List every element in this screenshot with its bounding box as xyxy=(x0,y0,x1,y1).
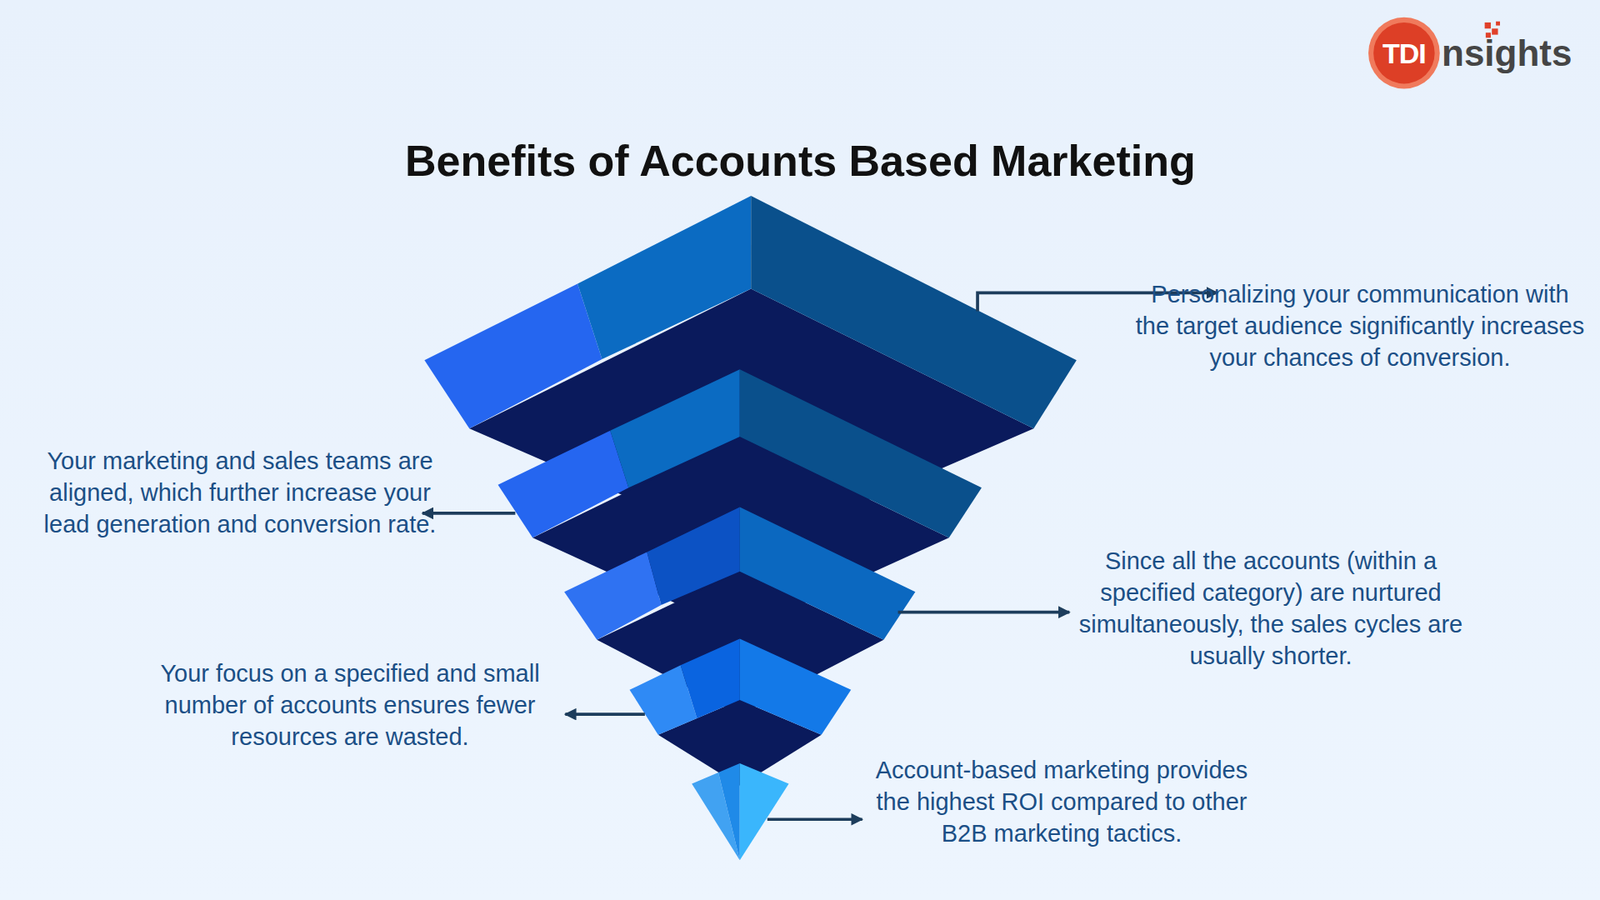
callout-text: Your marketing and sales teams are align… xyxy=(23,445,457,540)
logo-ring xyxy=(1368,17,1440,90)
logo-text: TDI xyxy=(1382,37,1426,70)
logo-text: nsights xyxy=(1441,32,1572,75)
callout-text: Your focus on a specified and small numb… xyxy=(133,657,567,753)
leader-lines xyxy=(422,292,1218,820)
logo-circle xyxy=(1373,22,1435,84)
callout-text: Since all the accounts (within a specifi… xyxy=(1054,545,1488,672)
callout-text: Account-based marketing provides the hig… xyxy=(870,754,1254,850)
callout-text: Personalizing your communication with th… xyxy=(1135,278,1585,374)
diagram-title: Benefits of Accounts Based Marketing xyxy=(405,135,1196,186)
